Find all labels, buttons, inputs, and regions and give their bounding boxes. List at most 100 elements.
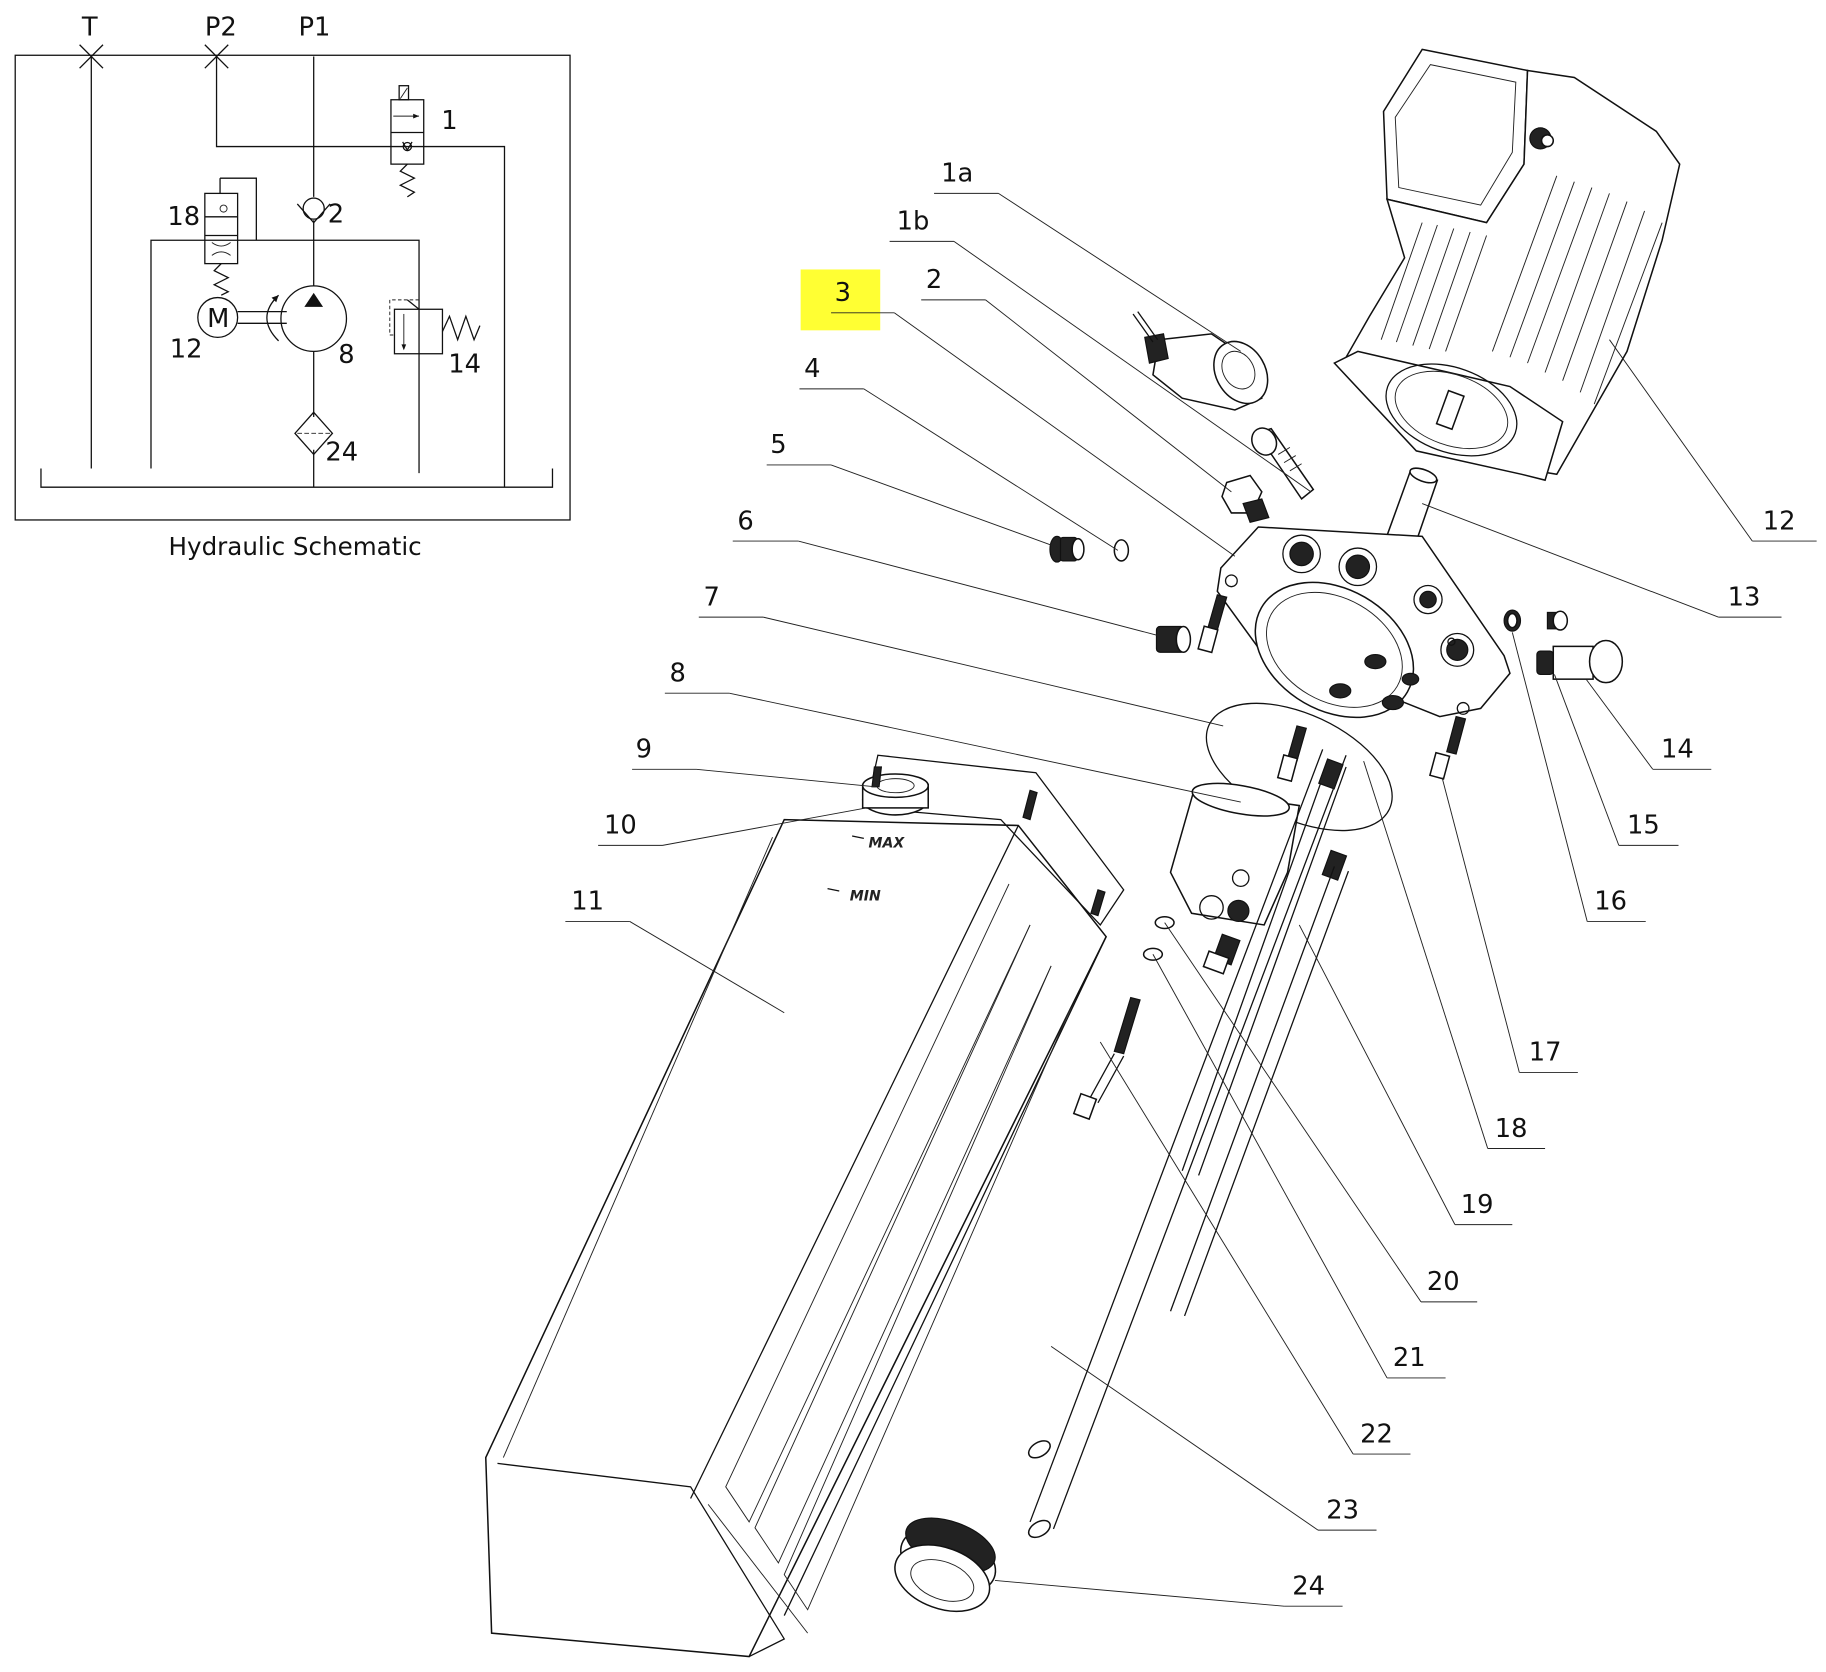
callout-leader-line xyxy=(1422,503,1719,618)
callout-18: 18 xyxy=(1363,760,1546,1149)
callout-3: 3 xyxy=(831,278,1236,557)
callout-leader-line xyxy=(1298,924,1456,1225)
callout-leader-line xyxy=(1050,1345,1319,1531)
callout-1a: 1a xyxy=(934,159,1241,352)
callout-label: 19 xyxy=(1461,1190,1494,1220)
callout-10: 10 xyxy=(598,807,867,846)
callout-11: 11 xyxy=(565,887,785,1014)
callout-8: 8 xyxy=(664,658,1241,803)
suction-tube xyxy=(1027,749,1347,1539)
callout-label: 17 xyxy=(1529,1038,1562,1068)
callout-leader-line xyxy=(994,1579,1285,1607)
callout-label: 5 xyxy=(770,430,786,460)
plug-fitting xyxy=(1049,535,1085,563)
callout-label: 18 xyxy=(1495,1114,1528,1144)
solenoid-valve-symbol: 1 xyxy=(390,85,458,198)
callout-4: 4 xyxy=(799,354,1119,551)
suction-filter xyxy=(894,1517,997,1613)
callout-label: 13 xyxy=(1728,582,1761,612)
pump-symbol: 8 xyxy=(280,285,355,370)
schematic-label-1: 1 xyxy=(441,106,457,136)
port-label-p2: P2 xyxy=(205,12,237,42)
manifold-block xyxy=(1216,526,1511,719)
callout-leader-line xyxy=(696,768,876,788)
callout-leader-line xyxy=(1152,953,1388,1379)
port-label-p1: P1 xyxy=(298,12,330,42)
reservoir-symbol xyxy=(40,468,554,488)
check-valve-symbol: 2 xyxy=(296,197,344,230)
relief-valve xyxy=(1536,639,1624,684)
callout-label: 7 xyxy=(703,582,719,612)
seal-ring-inner xyxy=(1506,612,1518,629)
callout-9: 9 xyxy=(632,735,876,788)
solenoid-valve-cartridge xyxy=(1251,427,1315,501)
callout-label: 10 xyxy=(604,811,637,841)
callout-19: 19 xyxy=(1298,924,1513,1226)
callout-7: 7 xyxy=(698,582,1224,727)
callout-label: 9 xyxy=(636,735,652,765)
electric-motor xyxy=(1333,48,1681,482)
callout-leader-line xyxy=(662,807,867,846)
schematic-frame xyxy=(14,54,571,521)
oil-reservoir: MAX MIN xyxy=(484,754,1125,1658)
cap-screw xyxy=(1428,715,1467,780)
callout-label: 12 xyxy=(1763,506,1796,536)
filter-symbol: 24 xyxy=(294,411,358,467)
return-tube xyxy=(1169,758,1350,1317)
callout-leader-line xyxy=(798,540,1169,639)
callout-label: 21 xyxy=(1393,1343,1426,1373)
callout-leader-line xyxy=(1363,760,1489,1149)
pipe-fitting xyxy=(1202,933,1241,975)
callout-label: 22 xyxy=(1360,1419,1393,1449)
cap-screw xyxy=(1276,725,1308,783)
solenoid-coil xyxy=(1132,311,1269,411)
callout-leader-line xyxy=(953,240,1312,493)
callout-3-highlight xyxy=(800,269,881,331)
threaded-plug xyxy=(1155,625,1192,653)
schematic-label-14: 14 xyxy=(448,349,481,379)
o-ring xyxy=(1113,539,1130,562)
callouts: 1a1b234567891011121314151617181920212223… xyxy=(565,159,1817,1607)
callout-leader-line xyxy=(1164,922,1422,1303)
callout-1b: 1b xyxy=(889,207,1312,493)
cartridge-valve-symbol: 18 xyxy=(167,177,257,296)
callout-label: 23 xyxy=(1326,1495,1359,1525)
callout-label: 15 xyxy=(1627,811,1660,841)
callout-leader-line xyxy=(763,616,1224,727)
callout-2: 2 xyxy=(921,265,1232,493)
callout-24: 24 xyxy=(994,1571,1343,1607)
callout-leader-line xyxy=(830,464,1060,549)
schematic-label-12: 12 xyxy=(170,334,203,364)
callout-label: 1b xyxy=(897,207,930,237)
callout-leader-line xyxy=(863,388,1119,551)
callout-label: 6 xyxy=(737,506,753,536)
reservoir-min-mark: MIN xyxy=(850,888,881,904)
reservoir-max-mark: MAX xyxy=(869,836,906,852)
callout-label: 8 xyxy=(670,658,686,688)
schematic-label-18: 18 xyxy=(167,202,200,232)
callout-label: 11 xyxy=(571,887,604,917)
callout-22: 22 xyxy=(1099,1041,1411,1455)
callout-label: 4 xyxy=(804,354,820,384)
callout-17: 17 xyxy=(1441,777,1578,1073)
callout-leader-line xyxy=(1609,339,1753,542)
callout-label: 1a xyxy=(941,159,973,189)
callout-label: 3 xyxy=(835,278,851,308)
gear-pump xyxy=(1169,782,1301,926)
callout-16: 16 xyxy=(1511,632,1646,922)
callout-13: 13 xyxy=(1422,503,1782,618)
callout-label: 2 xyxy=(926,265,942,295)
schematic-label-24: 24 xyxy=(325,437,358,467)
callout-label: 14 xyxy=(1661,735,1694,765)
schematic-label-2: 2 xyxy=(328,200,344,230)
p2-line xyxy=(215,56,506,488)
pressure-branch-line xyxy=(150,239,420,474)
callout-leader-line xyxy=(1511,632,1588,922)
callout-leader-line xyxy=(1099,1041,1354,1455)
callout-label: 16 xyxy=(1594,887,1627,917)
callout-12: 12 xyxy=(1609,339,1817,542)
callout-15: 15 xyxy=(1554,674,1679,846)
cap-screw xyxy=(1197,594,1228,654)
callout-leader-line xyxy=(985,299,1232,493)
